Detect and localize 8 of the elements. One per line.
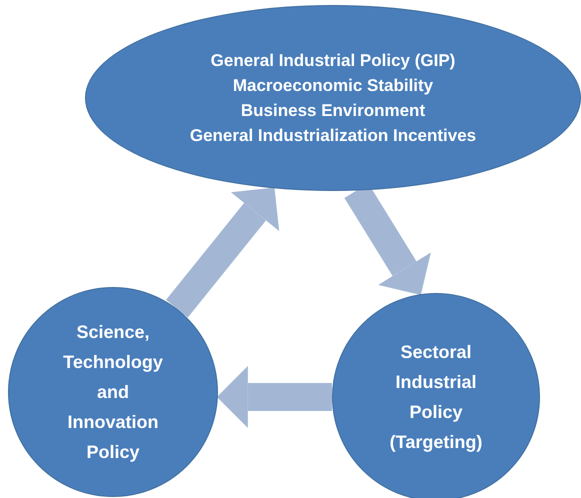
policy-text: Sectoral Industrial Policy (Targeting) (388, 341, 484, 454)
block-arrow (166, 188, 280, 318)
block-arrow (216, 366, 332, 428)
policy-text: Macroeconomic Stability (232, 75, 434, 97)
policy-text: Science, Technology and Innovation Policy (62, 321, 164, 464)
policy-text: General Industrialization Incentives (190, 125, 476, 147)
policy-text: Business Environment (240, 100, 426, 122)
policy-text: General Industrial Policy (GIP) (210, 50, 456, 72)
